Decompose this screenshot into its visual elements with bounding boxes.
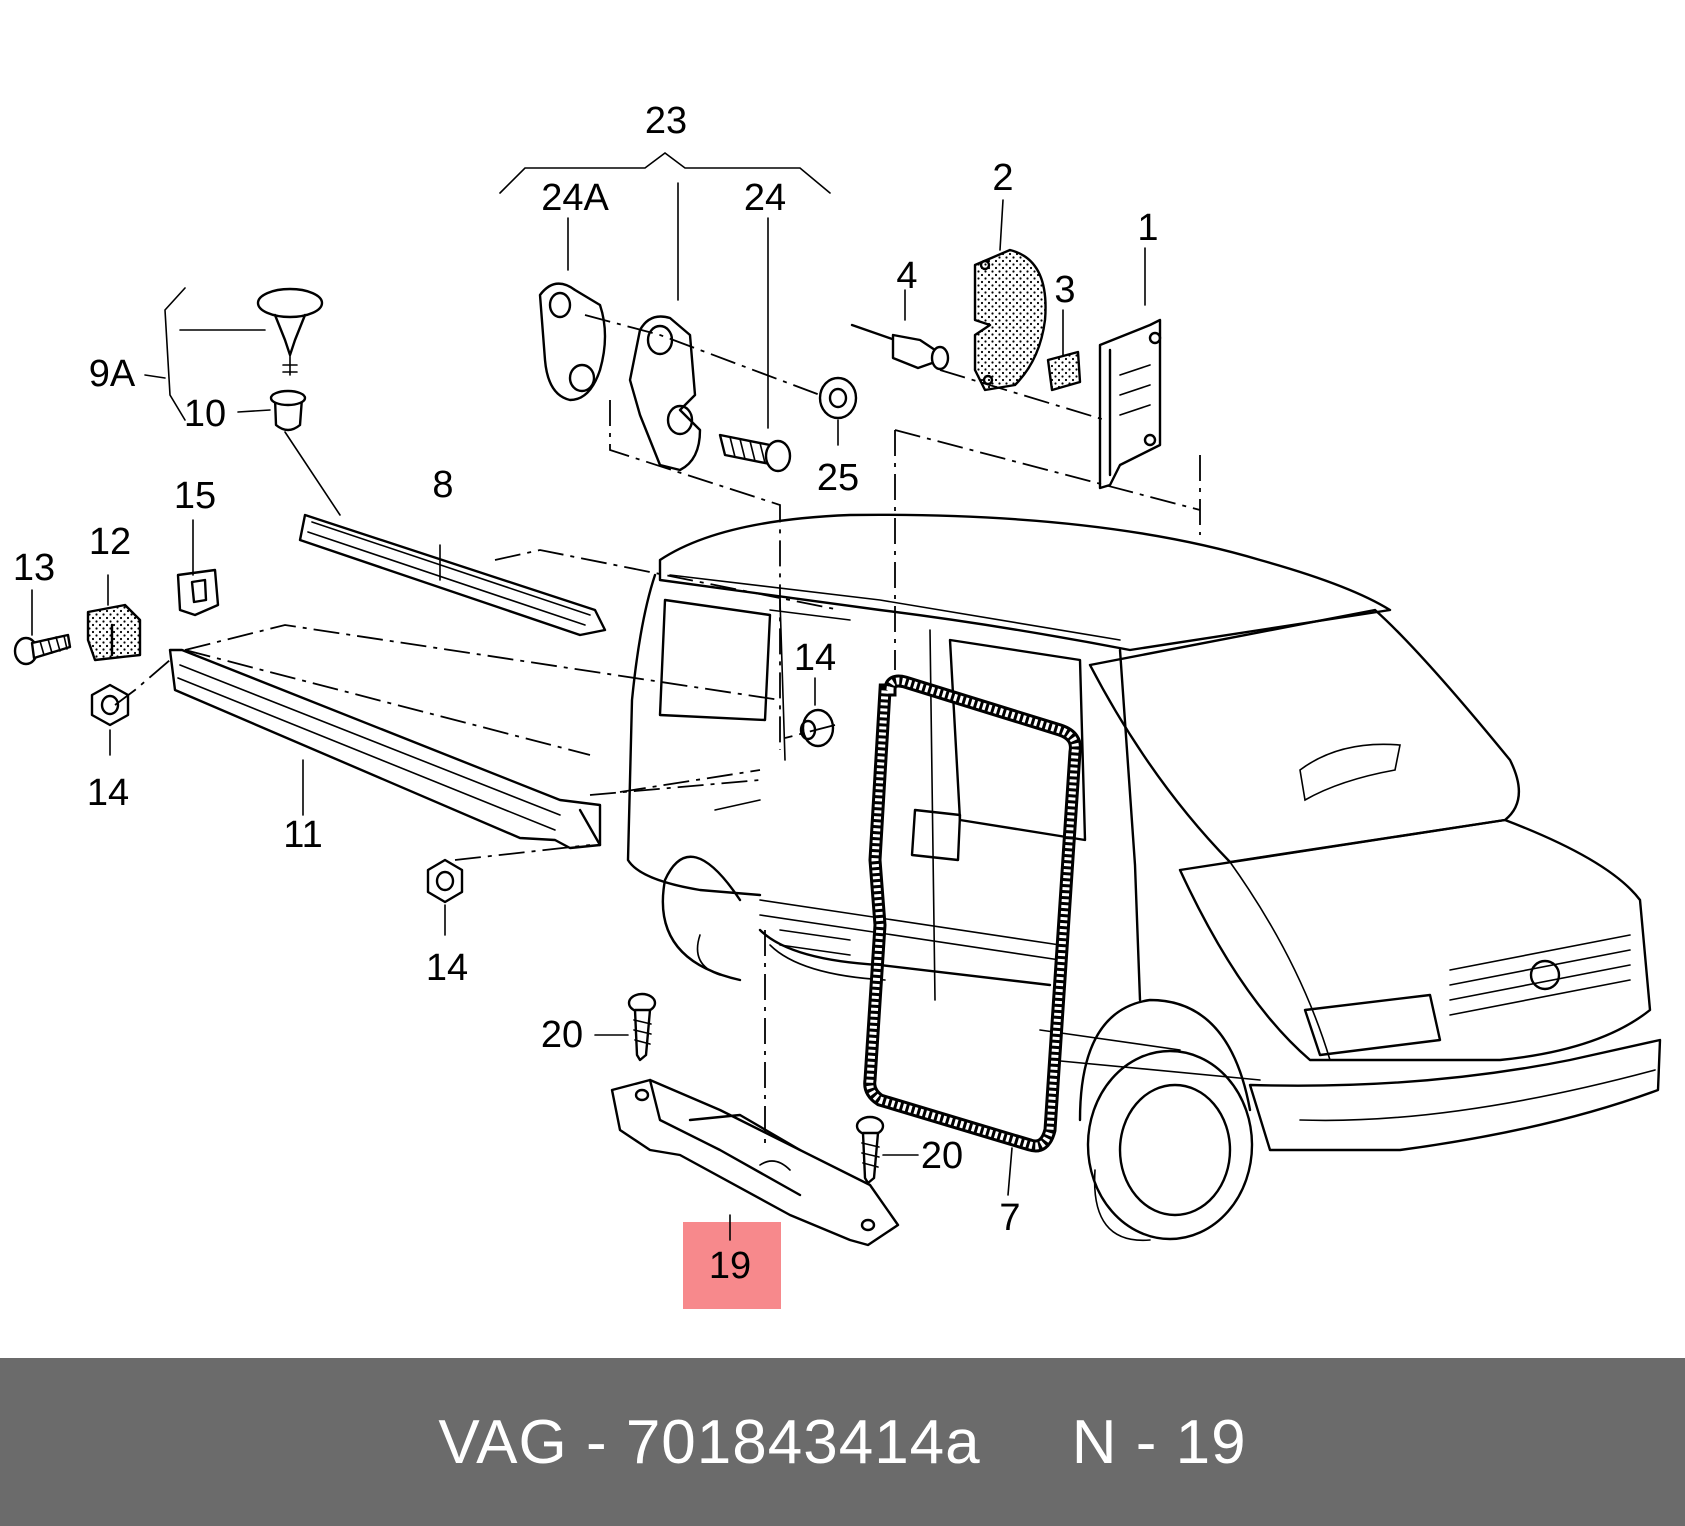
part-8-trim <box>298 513 607 637</box>
exploded-view-drawing: 23 24A 24 25 4 2 3 1 9A 10 8 15 12 13 14… <box>13 100 1662 1309</box>
part-1-bracket <box>1098 318 1162 490</box>
parts-diagram: 23 24A 24 25 4 2 3 1 9A 10 8 15 12 13 14… <box>12 100 1662 1309</box>
part-20-screw-left <box>627 992 657 1062</box>
part-14-nut-left <box>90 683 130 727</box>
callout-labels: 23 24A 24 25 4 2 3 1 9A 10 8 15 12 13 14… <box>13 100 1159 1287</box>
callout-14-left: 14 <box>87 772 129 814</box>
callout-20-right: 20 <box>921 1135 963 1177</box>
part-11-sill <box>168 648 602 850</box>
part-14-nut-bottom <box>426 858 464 904</box>
part-number-text: VAG - 701843414a N - 19 <box>438 1407 1247 1477</box>
part-24-bracket <box>628 315 702 472</box>
part-13-screw <box>13 633 72 666</box>
part-4-pin <box>850 323 950 371</box>
callout-4: 4 <box>896 255 917 297</box>
callout-12: 12 <box>89 521 131 563</box>
callout-23: 23 <box>645 100 687 142</box>
part-24-bolt <box>718 433 792 473</box>
part-20-screw-right <box>855 1115 885 1185</box>
leader-lines <box>31 152 1146 1241</box>
part-12-bracket <box>86 603 142 662</box>
part-10-grommet <box>269 389 307 432</box>
part-24A-plate <box>538 282 607 402</box>
highlight-box-19 <box>683 1222 781 1309</box>
callout-20-left: 20 <box>541 1014 583 1056</box>
part-14-nut-mid <box>799 708 835 748</box>
callout-11: 11 <box>283 814 322 856</box>
part-19-bracket <box>610 1078 900 1247</box>
callout-9A: 9A <box>89 353 136 395</box>
part-2-plate <box>973 248 1047 392</box>
callout-2: 2 <box>992 157 1013 199</box>
callout-24A: 24A <box>541 177 609 219</box>
part-25-washer <box>818 376 858 420</box>
callout-24: 24 <box>744 177 786 219</box>
callout-10: 10 <box>184 393 226 435</box>
callout-8: 8 <box>432 464 453 506</box>
callout-1: 1 <box>1137 207 1158 249</box>
assembly-lines <box>114 314 1201 1145</box>
callout-14-bottom: 14 <box>426 947 468 989</box>
callout-14-mid: 14 <box>794 637 836 679</box>
callout-19: 19 <box>709 1245 751 1287</box>
part-3-clip <box>1046 350 1082 392</box>
part-number-footer: VAG - 701843414a N - 19 <box>0 1358 1685 1526</box>
van-body <box>626 513 1662 1242</box>
callout-25: 25 <box>817 457 859 499</box>
callout-13: 13 <box>13 547 55 589</box>
callout-15: 15 <box>174 475 216 517</box>
door-seal <box>863 674 1082 1153</box>
part-15-clip <box>176 568 220 617</box>
callout-3: 3 <box>1054 269 1075 311</box>
callout-7: 7 <box>999 1197 1020 1239</box>
part-9A-clip <box>256 287 324 376</box>
